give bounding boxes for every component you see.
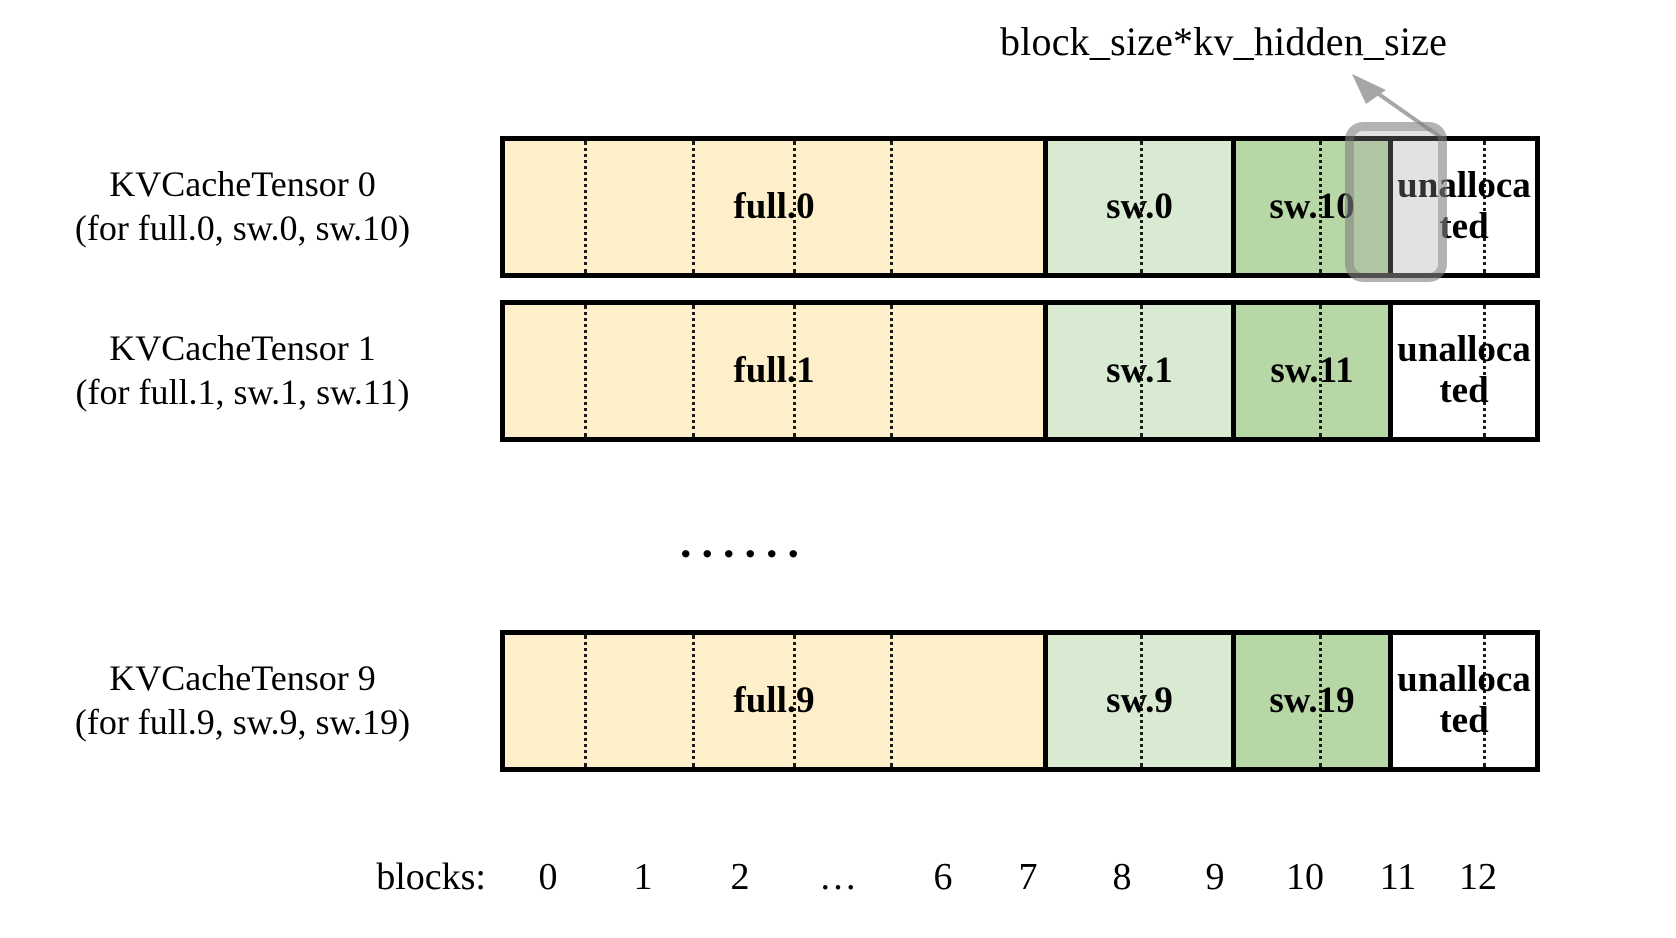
annotation-text: block_size*kv_hidden_size [1000,19,1448,64]
tensor-row-subtitle: (for full.1, sw.1, sw.11) [75,372,410,412]
segment-label: full.0 [733,185,815,227]
segment-sw-light[interactable]: sw.0 [1043,141,1231,273]
tensor-bar: full.1 sw.1 sw.11 unalloca ted [500,300,1540,442]
tensor-row-title: KVCacheTensor 0 [109,164,376,205]
segment-label: sw.10 [1269,185,1355,227]
segment-label: sw.1 [1106,349,1173,391]
tensor-row: KVCacheTensor 0 (for full.0, sw.0, sw.10… [0,136,1676,278]
segment-full[interactable]: full.0 [505,141,1043,273]
axis-tick: 12 [1459,856,1497,898]
tensor-row-label: KVCacheTensor 9 (for full.9, sw.9, sw.19… [0,657,485,745]
segment-label: sw.19 [1269,679,1355,721]
tensor-row: KVCacheTensor 1 (for full.1, sw.1, sw.11… [0,300,1676,442]
axis-tick: 9 [1205,856,1225,898]
segment-unallocated[interactable]: unalloca ted [1388,635,1535,767]
segment-label: sw.9 [1106,679,1173,721]
segment-label: full.9 [733,679,815,721]
segment-label: full.1 [733,349,815,391]
tensor-bar: full.0 sw.0 sw.10 unalloca ted [500,136,1540,278]
axis-tick: … [819,856,857,898]
axis-tick: 11 [1379,856,1417,898]
tensor-row: KVCacheTensor 9 (for full.9, sw.9, sw.19… [0,630,1676,772]
segment-label: unalloca ted [1397,659,1531,741]
tensor-bar: full.9 sw.9 sw.19 unalloca ted [500,630,1540,772]
segment-label: unalloca ted [1397,165,1531,247]
segment-label: unalloca ted [1397,329,1531,411]
rows-ellipsis: ...... [680,516,809,567]
segment-sw-dark[interactable]: sw.19 [1231,635,1388,767]
tensor-row-subtitle: (for full.0, sw.0, sw.10) [74,208,411,248]
tensor-row-subtitle: (for full.9, sw.9, sw.19) [74,702,411,742]
segment-unallocated[interactable]: unalloca ted [1388,141,1535,273]
axis-tick: 7 [1018,856,1038,898]
tensor-row-title: KVCacheTensor 1 [109,328,376,369]
segment-unallocated[interactable]: unalloca ted [1388,305,1535,437]
blocks-axis-label: blocks: [376,856,486,898]
axis-tick: 0 [538,856,558,898]
axis-tick: 6 [933,856,953,898]
segment-sw-light[interactable]: sw.1 [1043,305,1231,437]
segment-full[interactable]: full.1 [505,305,1043,437]
segment-sw-dark[interactable]: sw.11 [1231,305,1388,437]
segment-label: sw.11 [1270,349,1354,391]
axis-tick: 1 [633,856,653,898]
axis-tick: 8 [1112,856,1132,898]
tensor-row-label: KVCacheTensor 1 (for full.1, sw.1, sw.11… [0,327,485,415]
axis-tick: 10 [1286,856,1324,898]
segment-full[interactable]: full.9 [505,635,1043,767]
segment-label: sw.0 [1106,185,1173,227]
axis-tick: 2 [730,856,750,898]
tensor-row-title: KVCacheTensor 9 [109,658,376,699]
blocks-axis: blocks: 0 1 2 … 6 7 8 9 10 11 12 [0,855,1676,915]
segment-sw-dark[interactable]: sw.10 [1231,141,1388,273]
segment-sw-light[interactable]: sw.9 [1043,635,1231,767]
tensor-row-label: KVCacheTensor 0 (for full.0, sw.0, sw.10… [0,163,485,251]
